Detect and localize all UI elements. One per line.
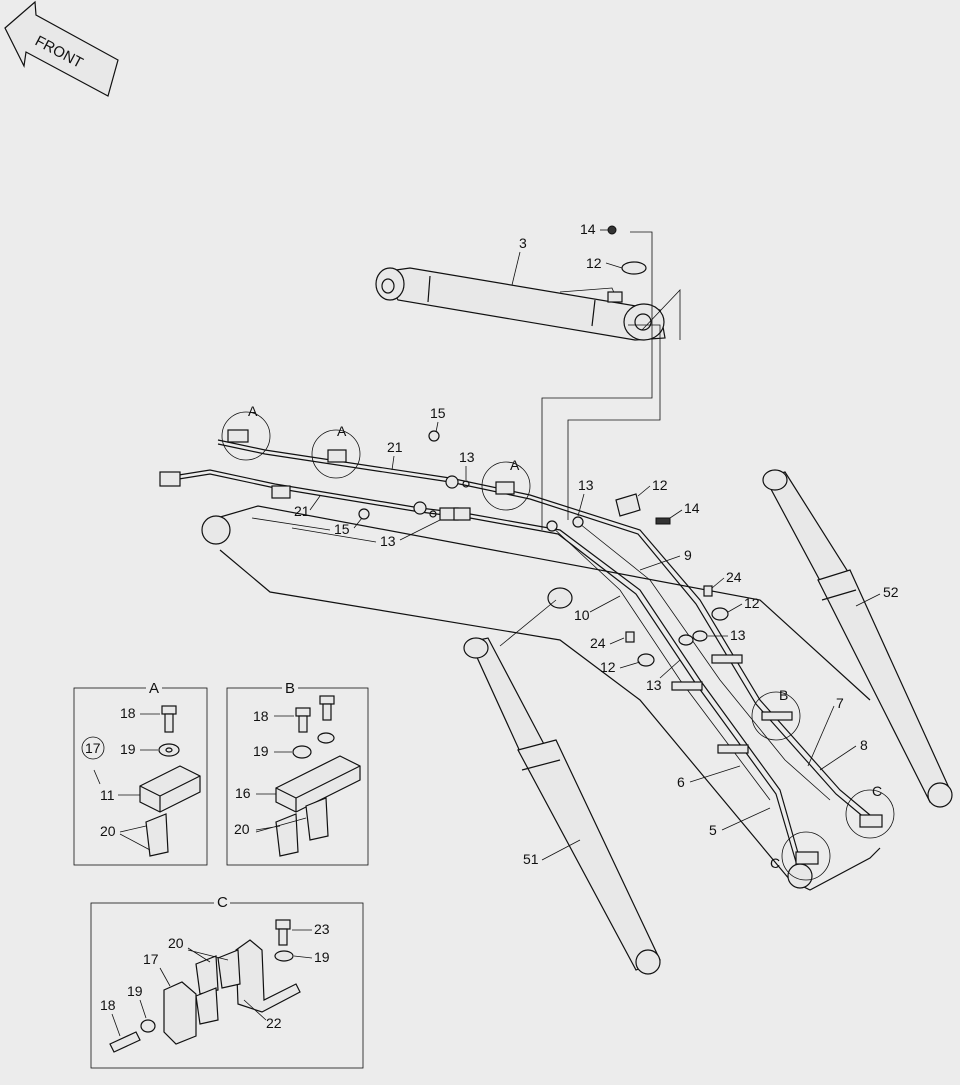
- detail-c-bolt-top: 23: [314, 921, 330, 937]
- detail-c-washer-top: 19: [314, 949, 330, 965]
- detail-c-bolt: 18: [100, 997, 116, 1013]
- callout-51: 51: [523, 851, 539, 867]
- callout-14-mid: 14: [684, 500, 700, 516]
- detail-a-insert: 20: [100, 823, 116, 839]
- callout-12-top: 12: [586, 255, 602, 271]
- callout-C-2: C: [770, 855, 780, 871]
- callout-10: 10: [574, 607, 590, 623]
- callout-13-top: 13: [459, 449, 475, 465]
- detail-box-b: B 18 19 16 20: [226, 680, 369, 866]
- detail-a-bolt: 18: [120, 705, 136, 721]
- callout-5: 5: [709, 822, 717, 838]
- callout-3: 3: [519, 235, 527, 251]
- callout-A-3: A: [510, 457, 520, 473]
- callout-13-mid: 13: [578, 477, 594, 493]
- detail-a-clamp: 11: [100, 787, 115, 803]
- callout-C-1: C: [872, 783, 882, 799]
- detail-b-bolt: 18: [253, 708, 269, 724]
- callout-A-2: A: [337, 423, 347, 439]
- callout-7: 7: [836, 695, 844, 711]
- arm-cylinder: [375, 231, 681, 530]
- detail-c-title: C: [217, 894, 228, 911]
- boom: [201, 505, 881, 891]
- callout-13-right: 13: [730, 627, 746, 643]
- callout-12-mid: 12: [652, 477, 668, 493]
- callout-14-top: 14: [580, 221, 596, 237]
- detail-box-c: C 23 19 20 17 18 19 22: [90, 894, 364, 1069]
- callout-13-left: 13: [380, 533, 396, 549]
- detail-a-title: A: [149, 680, 159, 697]
- callout-13-low: 13: [646, 677, 662, 693]
- callout-24-low: 24: [590, 635, 606, 651]
- detail-c-insert: 20: [168, 935, 184, 951]
- detail-b-washer: 19: [253, 743, 269, 759]
- detail-c-bracket: 22: [266, 1015, 282, 1031]
- front-arrow: FRONT: [4, 0, 119, 97]
- callout-12-low: 12: [600, 659, 616, 675]
- hydraulic-lines: [159, 439, 871, 863]
- callout-21-left: 21: [294, 503, 310, 519]
- callout-52: 52: [883, 584, 899, 600]
- callout-6: 6: [677, 774, 685, 790]
- detail-markers: [221, 411, 895, 881]
- cylinder-51: [463, 637, 661, 975]
- line-clamps: [159, 429, 883, 865]
- callout-B: B: [779, 687, 788, 703]
- detail-b-clamp: 16: [235, 785, 251, 801]
- callout-9: 9: [684, 547, 692, 563]
- detail-a-washer: 19: [120, 741, 136, 757]
- fittings: [358, 430, 729, 667]
- detail-b-insert: 20: [234, 821, 250, 837]
- callout-A-1: A: [248, 403, 258, 419]
- detail-a-note: 17: [85, 740, 101, 756]
- callout-21-top: 21: [387, 439, 403, 455]
- cylinder-52: [762, 469, 953, 808]
- detail-box-a: A 18 19 17 11 20: [73, 680, 208, 866]
- callout-15-top: 15: [430, 405, 446, 421]
- detail-b-title: B: [285, 680, 295, 697]
- callout-15-left: 15: [334, 521, 350, 537]
- detail-c-washer: 19: [127, 983, 143, 999]
- callout-8: 8: [860, 737, 868, 753]
- detail-c-clamp: 17: [143, 951, 159, 967]
- callout-24-top: 24: [726, 569, 742, 585]
- callout-12-right: 12: [744, 595, 760, 611]
